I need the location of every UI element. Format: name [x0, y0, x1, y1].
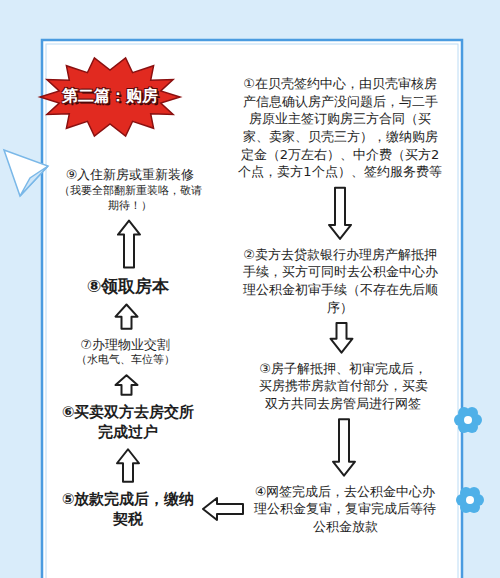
step-text: ③房子解抵押、初审完成后，买房携带房款首付部分，买卖双方共同去房管局进行网签	[256, 360, 430, 413]
block-arrow	[118, 221, 140, 268]
step-box: ⑨入住新房或重新装修（我要全部翻新重装咯，敬请期待！）	[55, 164, 205, 215]
step-text: ⑨入住新房或重新装修	[58, 166, 202, 184]
block-arrow	[329, 188, 351, 239]
title: 第二篇：购房	[52, 86, 168, 107]
step-note: （我要全部翻新重装咯，敬请期待！）	[58, 184, 202, 214]
flower-center	[464, 416, 472, 424]
step-text: ①在贝壳签约中心，由贝壳审核房产信息确认房产没问题后，与二手房原业主签订购房三方…	[237, 75, 443, 180]
paper-plane	[4, 150, 48, 196]
flower-center	[466, 496, 474, 504]
step-box: ⑤放款完成后，缴纳契税	[58, 487, 198, 532]
step-box: ②卖方去贷款银行办理房产解抵押手续，买方可同时去公积金中心办理公积金初审手续（不…	[239, 244, 441, 318]
step-text: ④网签完成后，去公积金中心办理公积金复审，复审完成后等待公积金放款	[251, 483, 439, 536]
block-arrow	[116, 375, 138, 395]
block-arrow	[117, 449, 139, 482]
step-box: ⑧领取房本	[63, 273, 193, 300]
step-text: ⑥买卖双方去房交所完成过户	[61, 402, 195, 443]
flower-decoration	[454, 407, 484, 513]
step-text: ②卖方去贷款银行办理房产解抵押手续，买方可同时去公积金中心办理公积金初审手续（不…	[242, 246, 438, 316]
step-box: ④网签完成后，去公积金中心办理公积金复审，复审完成后等待公积金放款	[248, 481, 442, 538]
step-text: ⑧领取房本	[66, 275, 190, 298]
block-arrow	[331, 323, 353, 353]
step-box: ⑦办理物业交割（水电气、车位等）	[55, 334, 195, 370]
step-text: ⑤放款完成后，缴纳契税	[61, 489, 195, 530]
starburst	[40, 58, 180, 136]
block-arrow	[116, 304, 138, 328]
block-arrow	[333, 419, 355, 475]
step-text: ⑦办理物业交割	[58, 336, 192, 354]
step-box: ①在贝壳签约中心，由贝壳审核房产信息确认房产没问题后，与二手房原业主签订购房三方…	[234, 73, 446, 182]
step-box: ⑥买卖双方去房交所完成过户	[58, 400, 198, 445]
step-note: （水电气、车位等）	[58, 353, 192, 368]
step-box: ③房子解抵押、初审完成后，买房携带房款首付部分，买卖双方共同去房管局进行网签	[253, 358, 433, 415]
block-arrow	[203, 498, 243, 520]
